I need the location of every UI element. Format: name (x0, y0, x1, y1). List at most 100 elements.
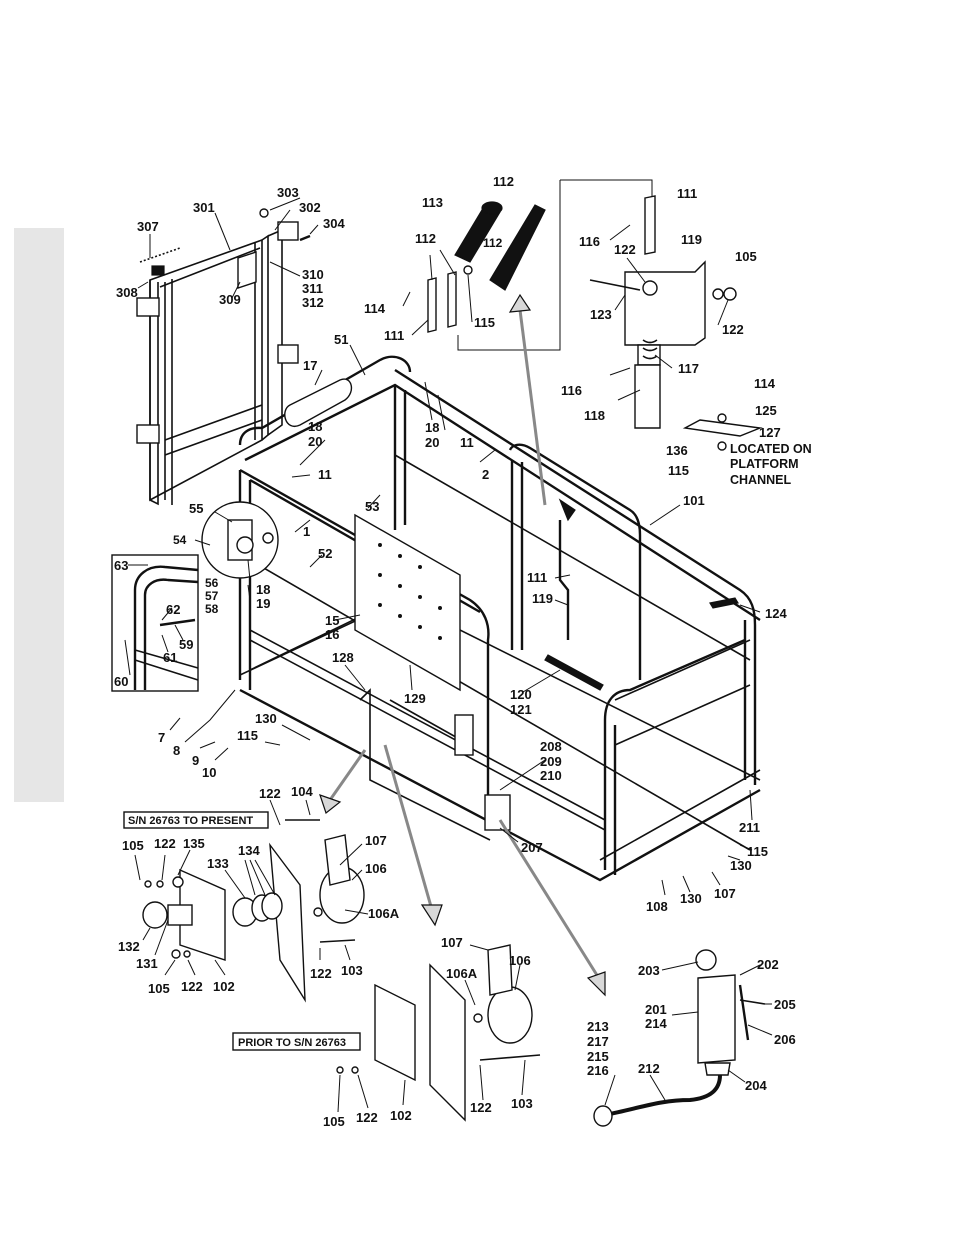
callout-115: 115 (668, 463, 689, 478)
callout-125: 125 (755, 403, 777, 418)
callout-108: 108 (646, 899, 668, 914)
callout-105: 105 (735, 249, 757, 264)
callout-18: 18 (308, 419, 322, 434)
callout-203: 203 (638, 963, 660, 978)
callout-102: 102 (213, 979, 235, 994)
callout-136: 136 (666, 443, 688, 458)
callout-213: 213 (587, 1019, 609, 1034)
callout-18: 18 (425, 420, 439, 435)
handle-assembly (427, 201, 546, 333)
note-located-on: LOCATED ON (730, 442, 812, 456)
callout-112: 112 (493, 174, 514, 189)
callout-202: 202 (757, 957, 779, 972)
callout-118: 118 (584, 408, 605, 423)
callout-104: 104 (291, 784, 313, 799)
leader-lines (124, 197, 773, 1113)
callout-103: 103 (341, 963, 363, 978)
callout-122: 122 (614, 242, 636, 257)
callout-10: 10 (202, 765, 216, 780)
callout-130: 130 (730, 858, 752, 873)
callout-60: 60 (114, 674, 128, 689)
callout-62: 62 (166, 602, 180, 617)
callout-116: 116 (561, 383, 582, 398)
callout-115: 115 (237, 728, 258, 743)
callout-122: 122 (310, 966, 332, 981)
callout-119: 119 (532, 591, 553, 606)
callout-105: 105 (148, 981, 170, 996)
callout-112: 112 (415, 231, 436, 246)
callout-122: 122 (470, 1100, 492, 1115)
note-channel: CHANNEL (730, 473, 791, 487)
callout-57: 57 (205, 589, 219, 603)
callout-122: 122 (722, 322, 744, 337)
callout-17: 17 (303, 358, 317, 373)
callout-105: 105 (122, 838, 144, 853)
note-platform: PLATFORM (730, 457, 799, 471)
callout-107: 107 (365, 833, 387, 848)
callout-204: 204 (745, 1078, 767, 1093)
callout-53: 53 (365, 499, 379, 514)
callout-117: 117 (678, 361, 699, 376)
callout-216: 216 (587, 1063, 609, 1078)
callout-59: 59 (179, 637, 193, 652)
callout-122: 122 (181, 979, 203, 994)
callout-307: 307 (137, 219, 159, 234)
callout-103: 103 (511, 1096, 533, 1111)
callout-52: 52 (318, 546, 332, 561)
callout-120: 120 (510, 687, 532, 702)
gate-assembly (136, 208, 311, 506)
callout-106A: 106A (446, 966, 478, 981)
callout-111: 111 (677, 186, 697, 201)
side-tab (14, 228, 64, 802)
callout-130: 130 (255, 711, 277, 726)
callout-20: 20 (308, 434, 322, 449)
control-detail (589, 195, 763, 451)
callout-105: 105 (323, 1114, 345, 1129)
callout-134: 134 (238, 843, 260, 858)
callout-61: 61 (163, 650, 177, 665)
sn-present-label: S/N 26763 TO PRESENT (128, 815, 253, 827)
platform-cage (201, 355, 761, 882)
callout-215: 215 (587, 1049, 609, 1064)
callout-107: 107 (441, 935, 463, 950)
switch-cable-assembly (593, 949, 766, 1127)
callout-211: 211 (739, 820, 760, 835)
callout-106A: 106A (368, 906, 400, 921)
callout-201: 201 (645, 1002, 667, 1017)
callout-labels: 303 301 302 304 307 308 309 310 311 312 … (114, 174, 812, 1129)
serial-number-labels: S/N 26763 TO PRESENT PRIOR TO S/N 26763 (123, 811, 361, 1051)
callout-312: 312 (302, 295, 324, 310)
callout-309: 309 (219, 292, 241, 307)
callout-2: 2 (482, 467, 489, 482)
pointer-arrows (319, 293, 606, 997)
callout-302: 302 (299, 200, 321, 215)
callout-9: 9 (192, 753, 199, 768)
callout-1: 1 (303, 524, 310, 539)
callout-210: 210 (540, 768, 562, 783)
callout-20: 20 (425, 435, 439, 450)
callout-7: 7 (158, 730, 165, 745)
callout-55: 55 (189, 501, 203, 516)
callout-106: 106 (509, 953, 531, 968)
callout-58: 58 (205, 602, 219, 616)
callout-217: 217 (587, 1034, 609, 1049)
callout-114: 114 (754, 376, 776, 391)
callout-207: 207 (521, 840, 543, 855)
callout-308: 308 (116, 285, 138, 300)
callout-208: 208 (540, 739, 562, 754)
callout-111: 111 (527, 570, 547, 585)
callout-129: 129 (404, 691, 426, 706)
sn-prior-label: PRIOR TO S/N 26763 (238, 1037, 346, 1049)
callout-121: 121 (510, 702, 532, 717)
callout-128: 128 (332, 650, 354, 665)
caster-assembly-present (142, 819, 365, 1003)
callout-63: 63 (114, 558, 128, 573)
callout-310: 310 (302, 267, 324, 282)
callout-206: 206 (774, 1032, 796, 1047)
callout-112: 112 (483, 236, 503, 250)
callout-132: 132 (118, 939, 140, 954)
pin-inset (111, 554, 199, 692)
callout-116: 116 (579, 234, 600, 249)
